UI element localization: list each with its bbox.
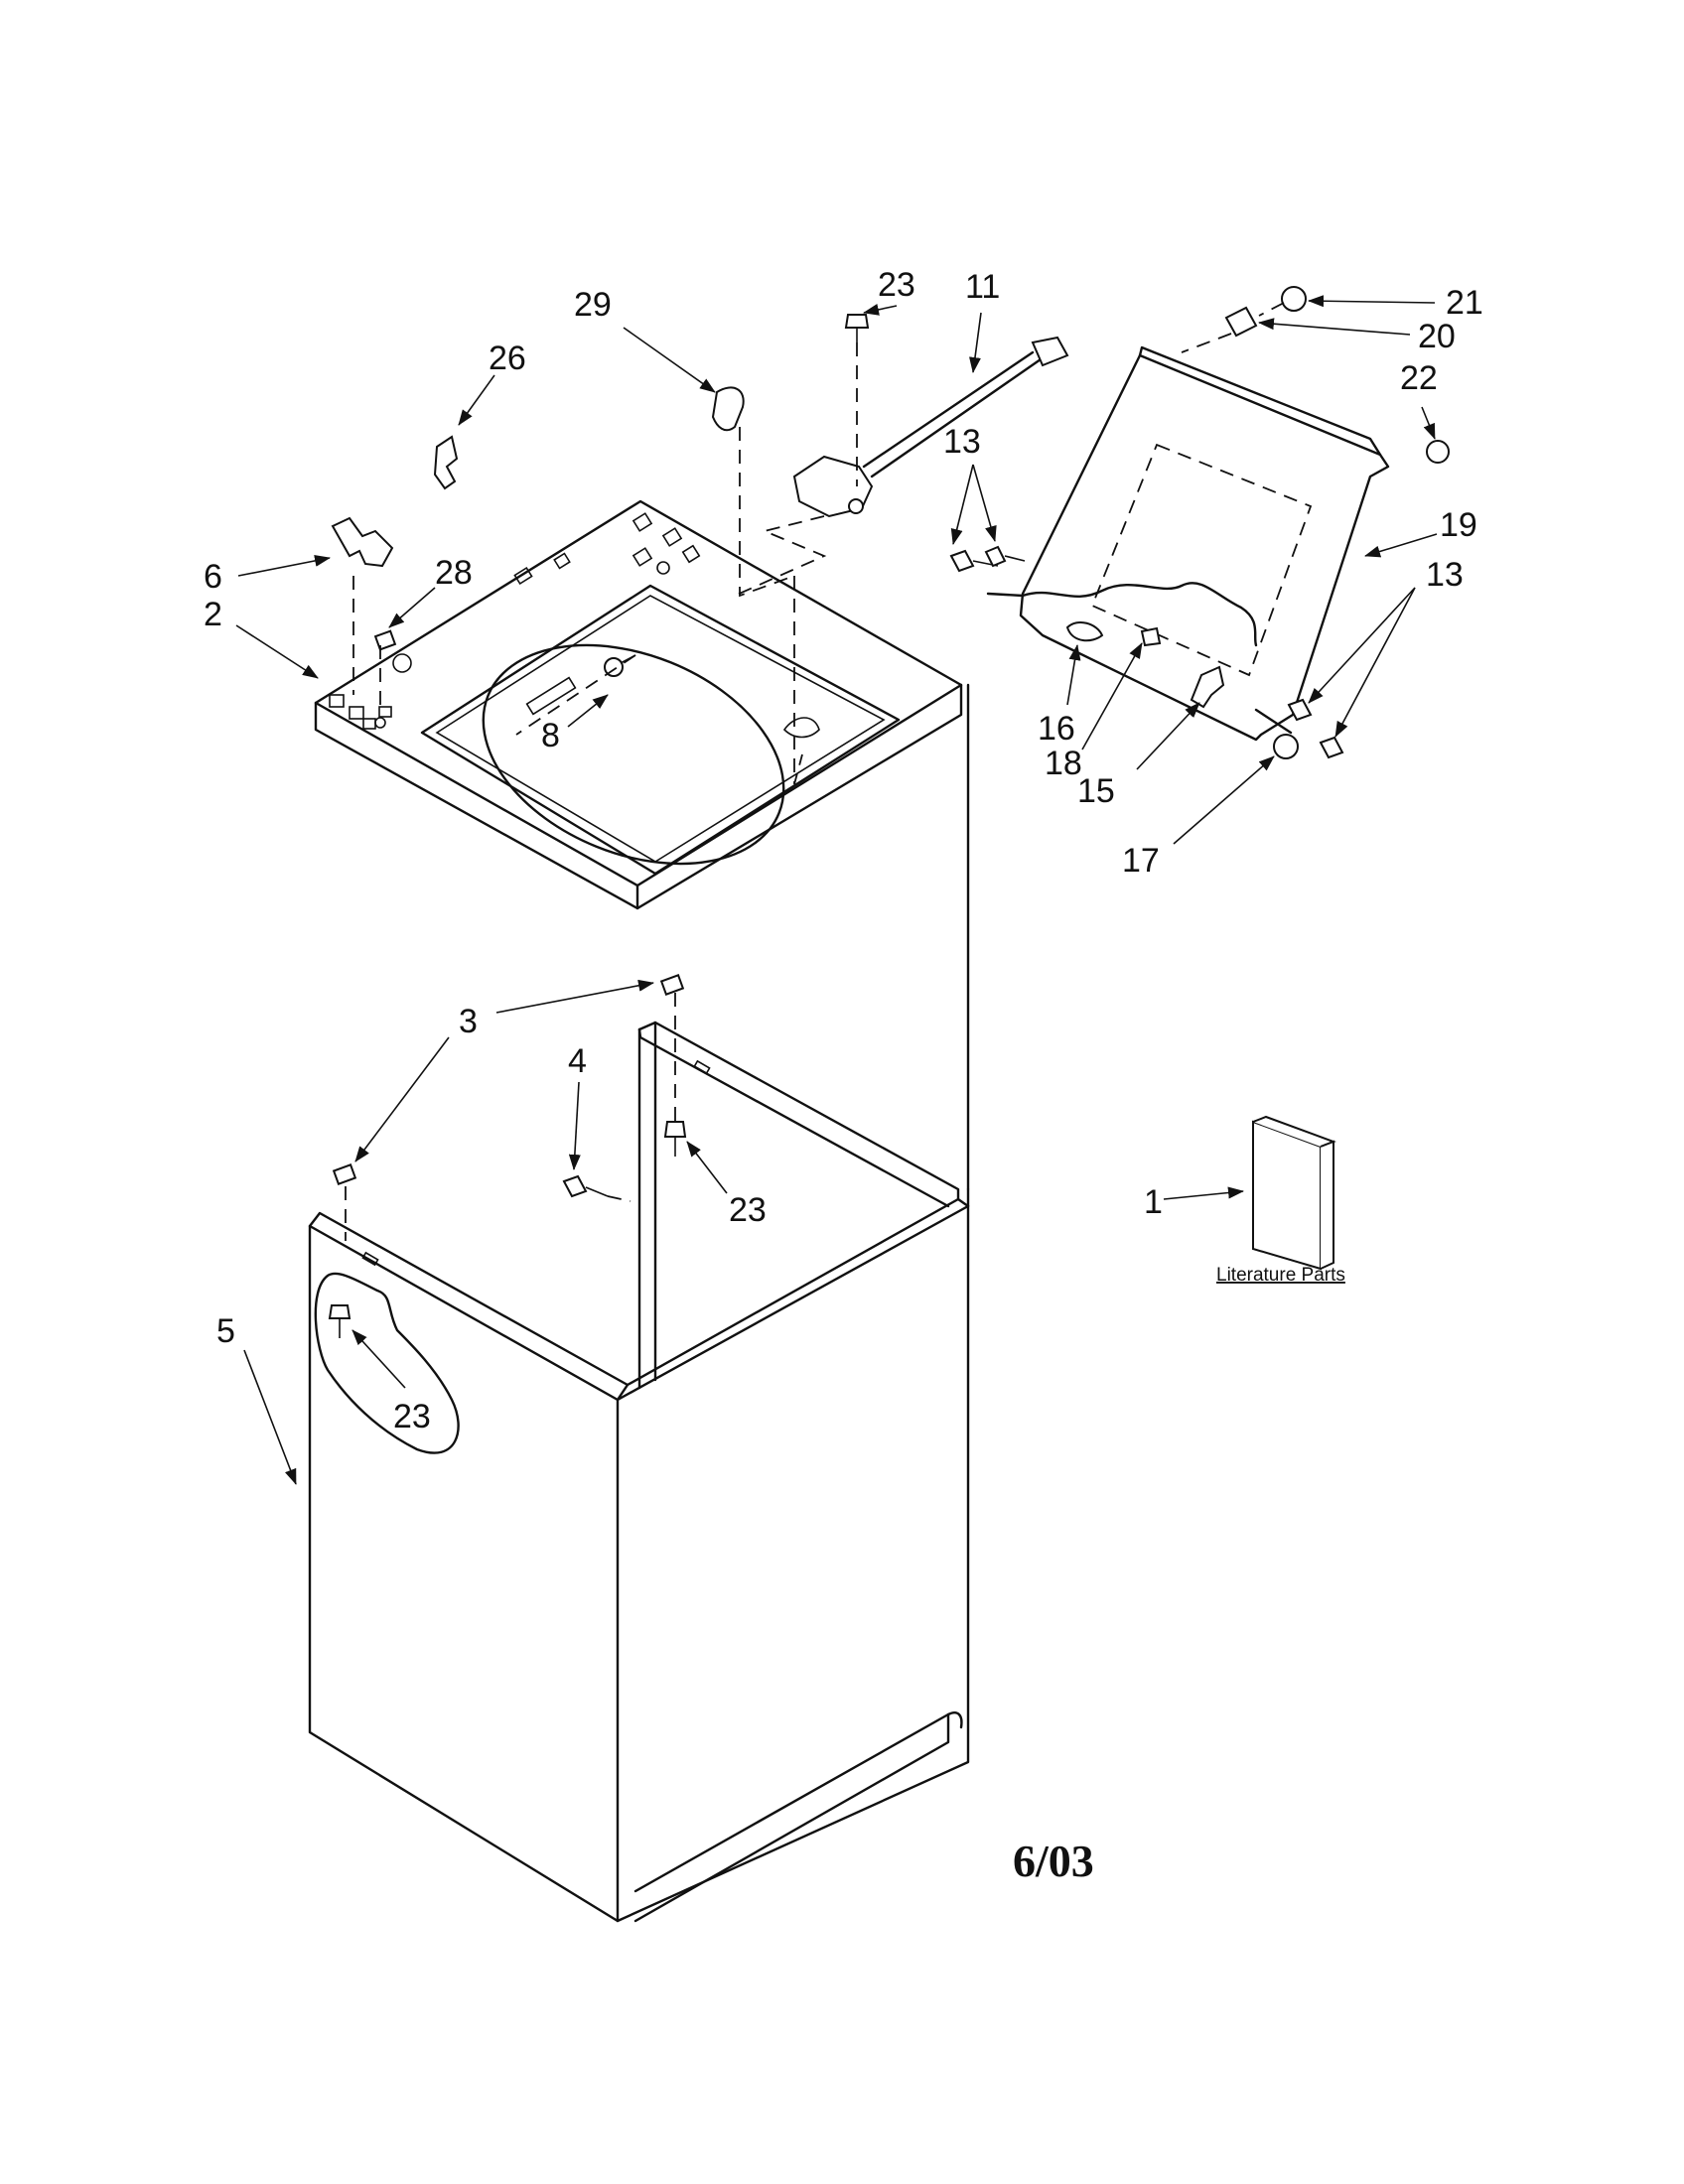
part-28 [373, 629, 397, 651]
callout-labels: 21 20 22 29 23 11 26 13 19 13 6 28 2 8 1… [204, 266, 1483, 1886]
callout-13-upper: 13 [943, 423, 981, 461]
part-26-clip [433, 435, 459, 490]
part-23-screw-cabinet-front [328, 1304, 351, 1338]
callout-5: 5 [216, 1312, 235, 1350]
callout-18: 18 [1045, 745, 1082, 782]
part-22 [1426, 440, 1450, 464]
part-29 [711, 386, 745, 432]
assembly-lines [345, 302, 1285, 1241]
literature-parts-label: Literature Parts [1216, 1265, 1345, 1286]
callout-2: 2 [204, 596, 222, 633]
cabinet [308, 1021, 970, 1923]
callout-8: 8 [541, 717, 560, 754]
part-3-clip-right [659, 974, 685, 996]
callout-29: 29 [574, 286, 612, 324]
part-16-18 [1065, 620, 1162, 647]
part-21 [1281, 286, 1307, 312]
callout-21: 21 [1446, 284, 1483, 322]
part-4-screw [562, 1174, 609, 1198]
top-panel [314, 499, 963, 910]
part-23-screw-top [844, 314, 870, 342]
callout-19: 19 [1440, 506, 1477, 544]
part-3-clip-left [332, 1163, 357, 1185]
callout-17: 17 [1122, 842, 1160, 880]
callout-15: 15 [1077, 772, 1115, 810]
callout-16: 16 [1038, 710, 1075, 748]
callout-6: 6 [204, 558, 222, 596]
part-13-screws-lower [1287, 698, 1344, 759]
part-1-literature-booklet [1252, 1115, 1336, 1271]
callout-3: 3 [459, 1003, 478, 1040]
callout-23-cabinet-front: 23 [393, 1398, 431, 1435]
callout-arrows [235, 295, 1438, 1485]
callout-11: 11 [965, 268, 1000, 306]
part-15 [1190, 665, 1225, 709]
part-13-screws-upper [949, 545, 1026, 573]
callout-22: 22 [1400, 359, 1438, 397]
callout-1: 1 [1144, 1183, 1163, 1221]
part-23-screw-cabinet-back [663, 1121, 687, 1157]
date-code: 6/03 [1013, 1836, 1094, 1886]
part-6-clip [331, 516, 394, 568]
part-20 [1224, 306, 1258, 338]
callout-23-cabinet-back: 23 [729, 1191, 767, 1229]
part-11-switch-harness [792, 336, 1069, 518]
callout-20: 20 [1418, 318, 1456, 355]
callout-28: 28 [435, 554, 473, 592]
callout-23-top: 23 [878, 266, 915, 304]
part-17 [1273, 734, 1299, 759]
lid [986, 345, 1390, 742]
callout-13-lower: 13 [1426, 556, 1464, 594]
callout-26: 26 [489, 340, 526, 377]
callout-4: 4 [568, 1042, 587, 1080]
